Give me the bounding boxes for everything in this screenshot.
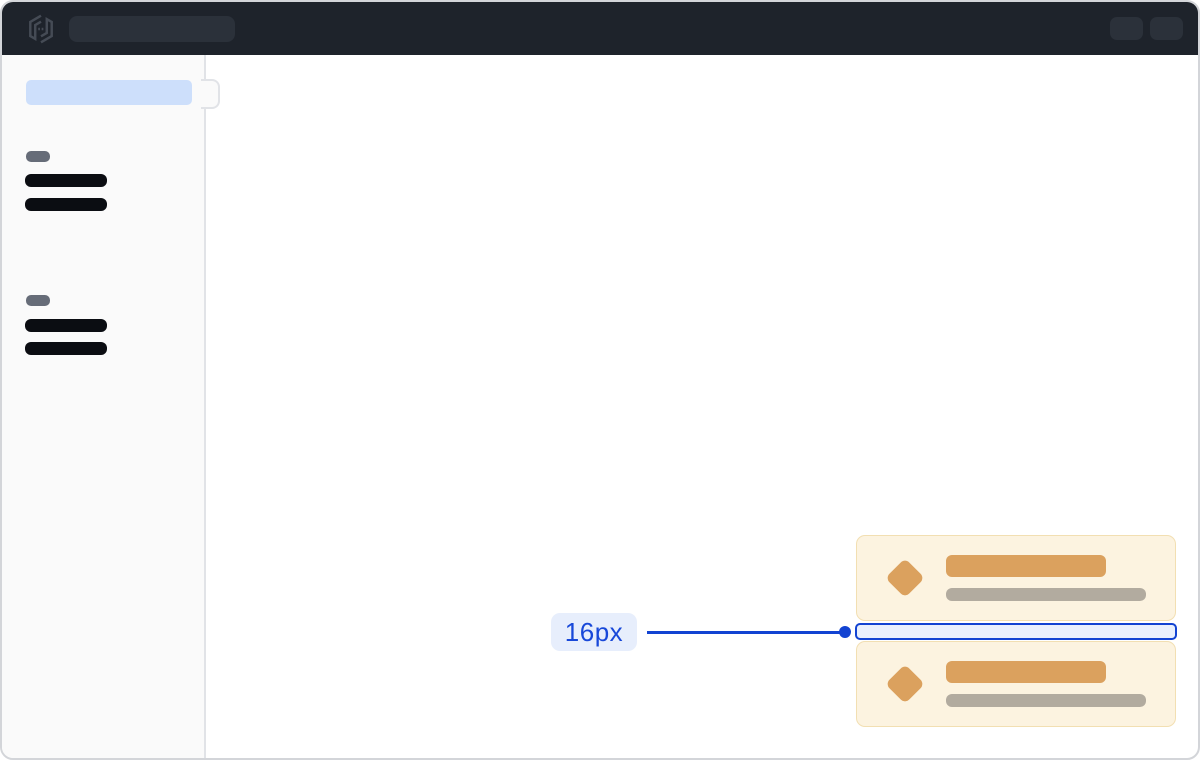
top-navigation-bar	[2, 2, 1198, 55]
header-action-skeleton-2[interactable]	[1150, 17, 1183, 40]
card-subtitle-skeleton	[946, 694, 1146, 707]
measurement-dot	[839, 626, 851, 638]
list-card[interactable]	[856, 641, 1176, 727]
sidebar-item-skeleton[interactable]	[25, 319, 107, 332]
sidebar-active-item-skeleton[interactable]	[26, 80, 192, 105]
card-text-skeletons	[946, 661, 1146, 707]
card-subtitle-skeleton	[946, 588, 1146, 601]
card-title-skeleton	[946, 555, 1106, 577]
sidebar	[2, 55, 206, 758]
list-card[interactable]	[856, 535, 1176, 621]
card-text-skeletons	[946, 555, 1146, 601]
sidebar-item-skeleton[interactable]	[25, 342, 107, 355]
spacing-value-label: 16px	[551, 613, 637, 651]
diamond-icon	[885, 558, 925, 598]
hashicorp-logo-icon	[26, 14, 56, 44]
sidebar-section-label-skeleton	[26, 151, 50, 162]
sidebar-collapse-handle[interactable]	[201, 79, 220, 109]
header-action-skeleton-1[interactable]	[1110, 17, 1143, 40]
sidebar-item-skeleton[interactable]	[25, 174, 107, 187]
card-title-skeleton	[946, 661, 1106, 683]
spacing-gap-highlight	[855, 623, 1177, 640]
sidebar-section-label-skeleton	[26, 295, 50, 306]
measurement-line	[647, 631, 842, 634]
diamond-icon	[885, 664, 925, 704]
search-input-skeleton[interactable]	[69, 15, 235, 42]
sidebar-item-skeleton[interactable]	[25, 198, 107, 211]
